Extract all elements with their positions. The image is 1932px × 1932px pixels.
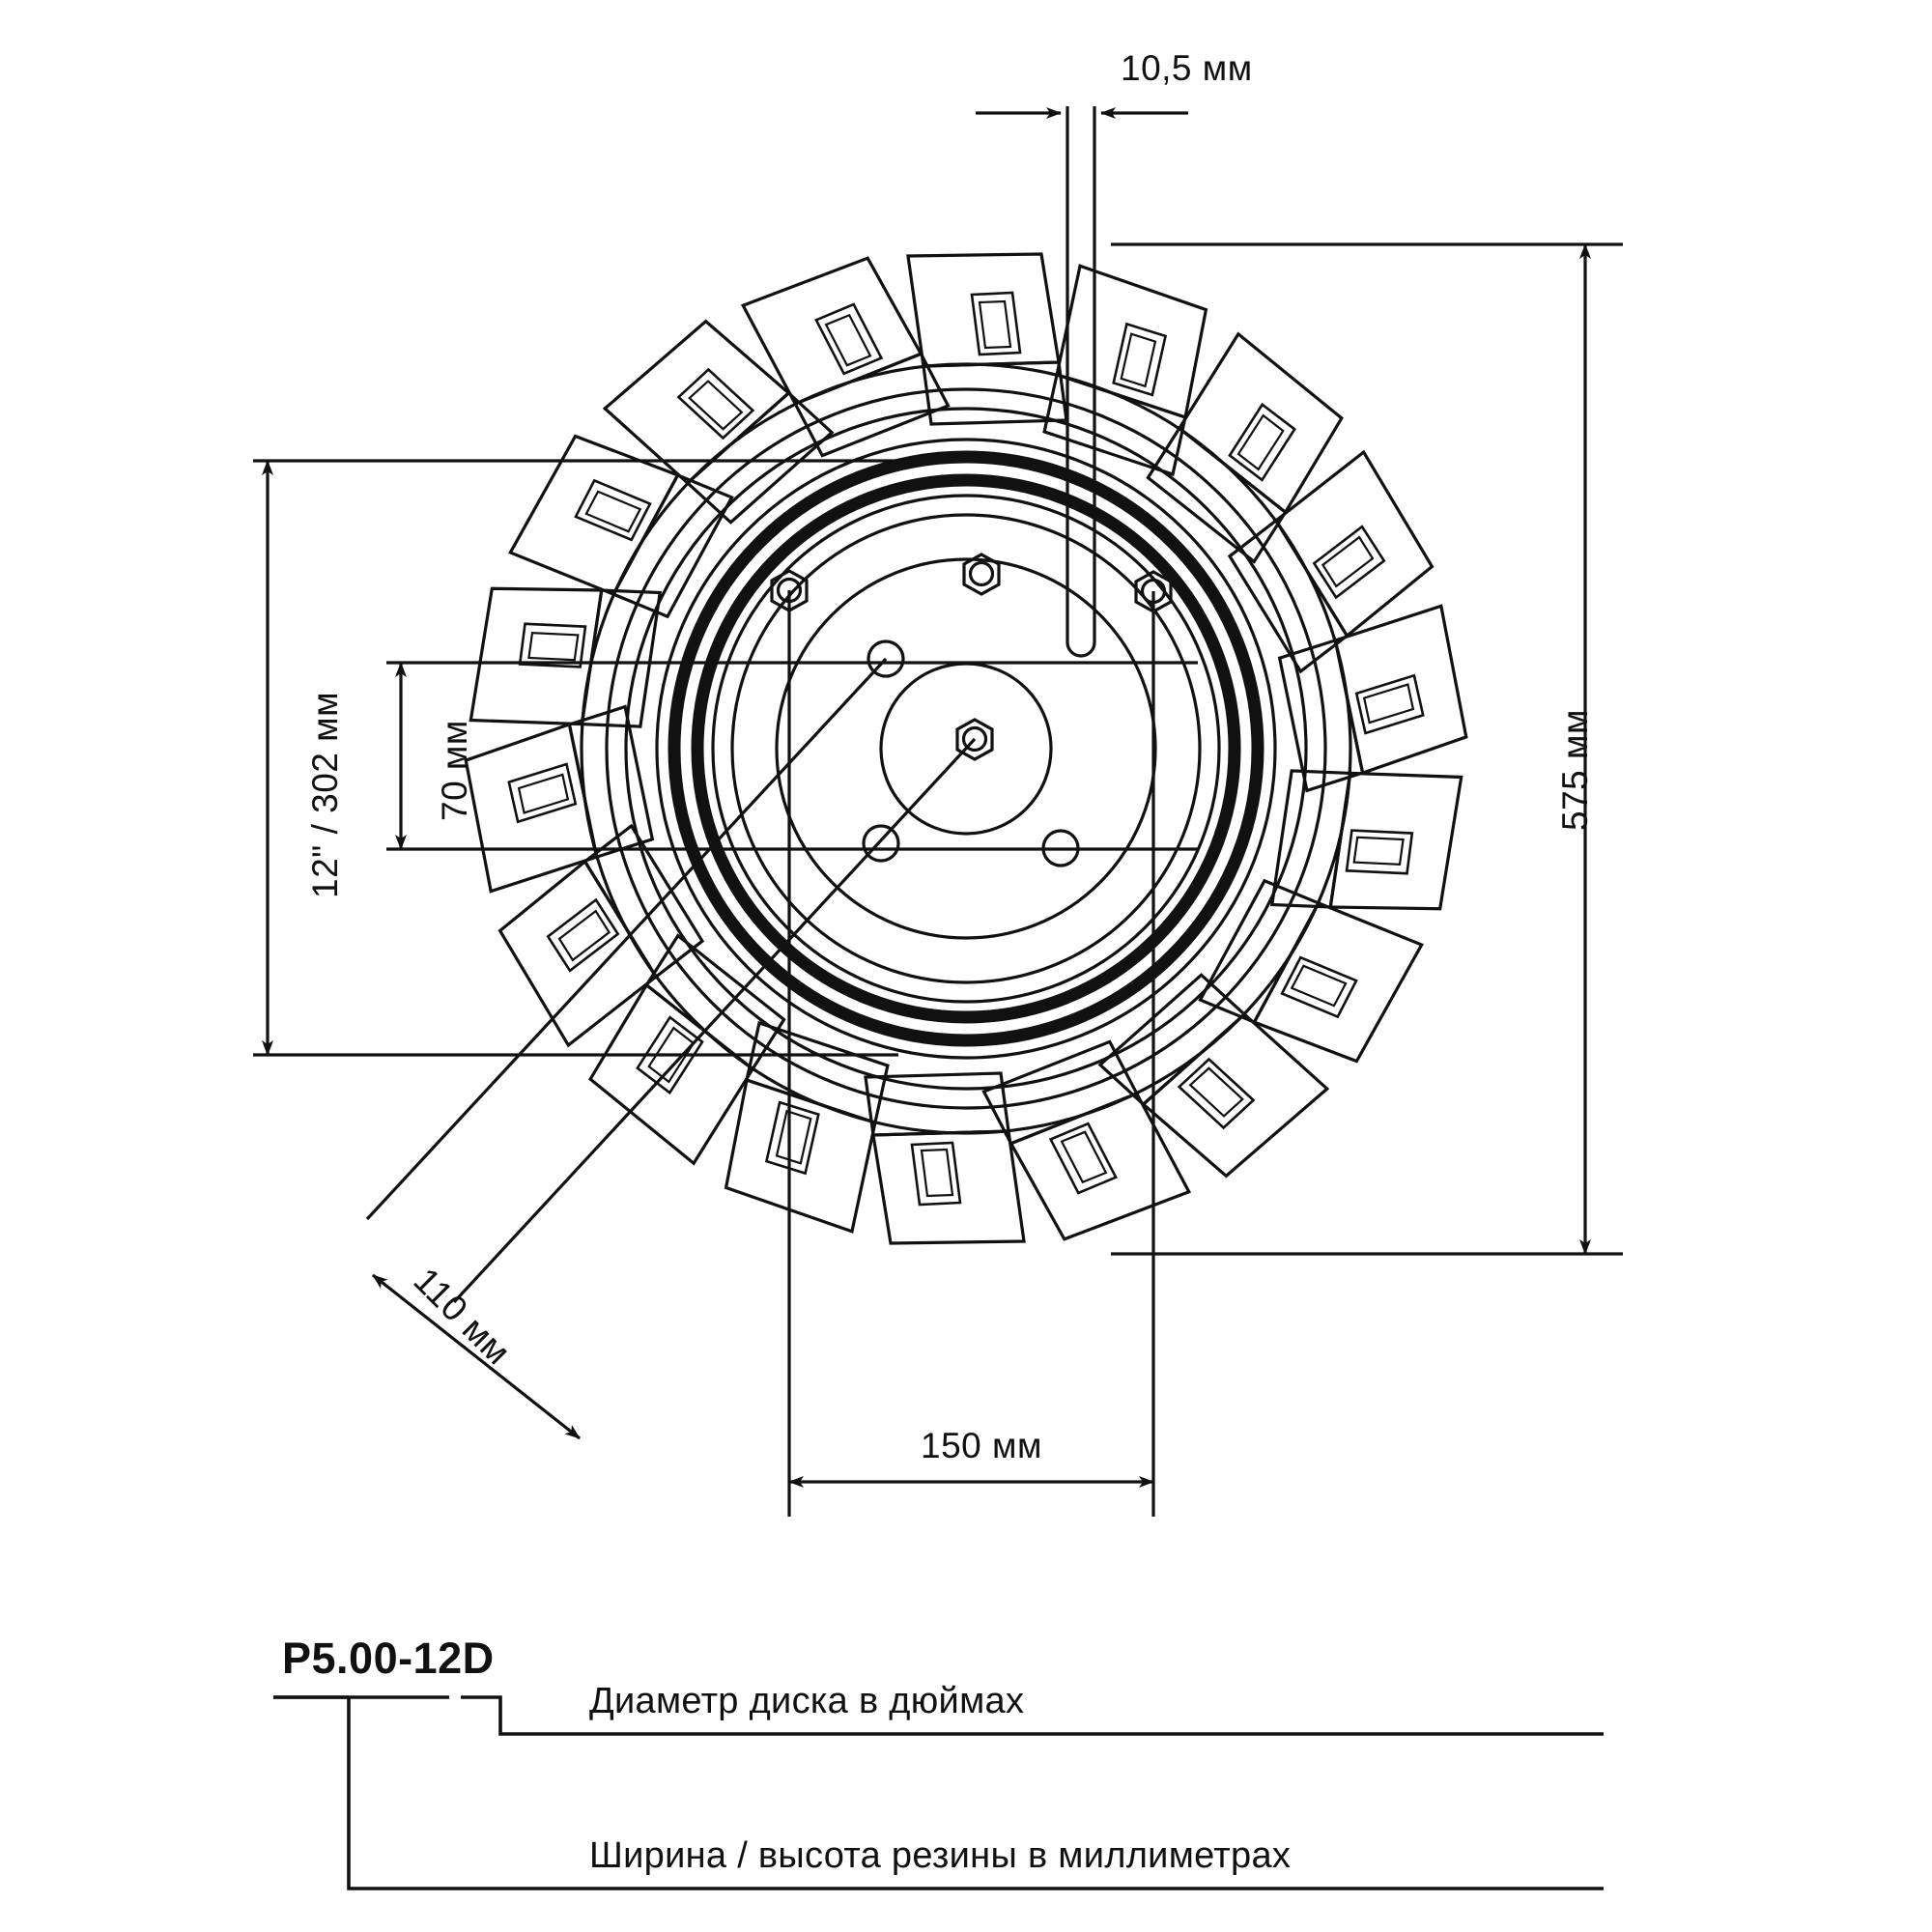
- legend-leaders: [273, 1695, 1604, 1890]
- rim-band-outer: [668, 450, 1264, 1047]
- hub-hole-lower-left: [862, 824, 900, 863]
- hub-holes: [862, 639, 1080, 867]
- dim-110-line: [372, 1273, 581, 1440]
- dim-110-leader-b: [452, 737, 977, 1304]
- dim-110-leader-a: [365, 657, 888, 1221]
- legend-leader-disc-diameter: [461, 1695, 1604, 1736]
- tire-sidewall-inner: [624, 407, 1308, 1091]
- dim-label-overall-diameter: 575 мм: [1555, 709, 1595, 831]
- legend-leader-tyre-size-2: [347, 1697, 1604, 1890]
- hub-hex-nuts: [770, 553, 1173, 761]
- wheel-disc: [730, 513, 1202, 984]
- valve-stem: [1065, 106, 1096, 658]
- tire-sidewall-outer: [605, 387, 1327, 1110]
- hex-nut-bottom: [955, 718, 994, 761]
- tire-shoulder-circle: [580, 362, 1352, 1135]
- dim-label-rim-diameter: 12" / 302 мм: [305, 691, 345, 898]
- hex-nut-top: [962, 553, 1001, 596]
- rim-edge-inner: [711, 494, 1221, 1004]
- dim-label-valve-width: 10,5 мм: [1121, 48, 1253, 88]
- disc-face-circle: [775, 557, 1157, 940]
- tire-outer-body: [464, 252, 1468, 1245]
- tread-lug-ring: [464, 252, 1468, 1245]
- rim-bands: [655, 438, 1277, 1060]
- dim-rim-width: [386, 661, 1198, 851]
- dim-label-rim-width: 70 мм: [435, 720, 474, 821]
- dim-valve-width: [976, 107, 1188, 155]
- legend-entry-disc-diameter: Диаметр диска в дюймах: [589, 1681, 1025, 1721]
- rim-band-inner: [691, 473, 1241, 1024]
- hub-hole-upper-left: [867, 639, 905, 678]
- disc-outer-circle: [730, 513, 1202, 984]
- legend-product-code: P5.00-12D: [282, 1634, 495, 1683]
- dim-rim-diameter: [253, 459, 898, 1057]
- dim-tread-width: [365, 657, 977, 1440]
- legend-entry-tyre-size: Ширина / высота резины в миллиметрах: [589, 1835, 1292, 1876]
- dim-hub-span: [787, 590, 1155, 1517]
- dim-overall-diameter: [1111, 242, 1623, 1256]
- rim-edge-outer: [655, 438, 1277, 1060]
- dim-label-hub-span: 150 мм: [921, 1426, 1042, 1465]
